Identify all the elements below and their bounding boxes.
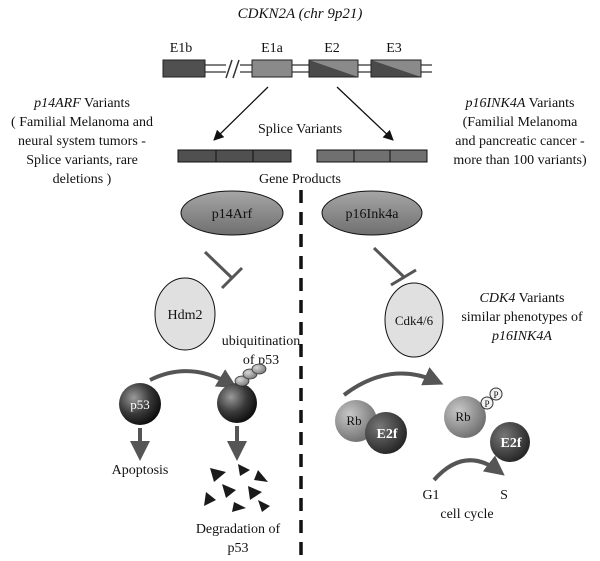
exon-label-e2: E2 <box>324 41 340 56</box>
exon-label-e1b: E1b <box>170 41 193 56</box>
p14arf-label: p14Arf <box>212 207 253 222</box>
degradation-label: Degradation of <box>196 522 281 537</box>
svg-text:p16INK4A: p16INK4A <box>491 329 552 344</box>
exon-label-e1a: E1a <box>261 41 284 56</box>
gene-products-label: Gene Products <box>259 172 341 187</box>
exon-label-e3: E3 <box>386 41 402 56</box>
ubiquitination-label-2: of p53 <box>243 353 279 368</box>
p53-sphere <box>119 383 161 425</box>
p16ink4a-inhibits-cdk46 <box>372 246 417 287</box>
p14arf-inhibits-hdm2 <box>203 250 244 290</box>
e2f-right <box>490 422 530 462</box>
phosphate-1 <box>480 396 494 410</box>
splice-arrow-left <box>213 86 269 141</box>
svg-text:CDK4 Variants: CDK4 Variants <box>480 291 565 306</box>
p14arf-variants-note: p14ARF Variants ( Familial Melanoma and … <box>11 96 153 187</box>
cell-cycle-label: cell cycle <box>440 507 493 522</box>
cell-cycle-arrow <box>432 455 505 482</box>
apoptosis-label: Apoptosis <box>112 463 169 478</box>
rb-left-label: Rb <box>346 413 361 428</box>
rb-right-label: Rb <box>455 409 470 424</box>
transcript-right <box>316 149 428 163</box>
p16ink4a-variants-note: p16INK4A Variants (Familial Melanoma and… <box>453 96 587 168</box>
phosphate-2-label: P <box>493 390 498 400</box>
cdk46-protein <box>384 282 444 358</box>
svg-text:( Familial Melanoma and: ( Familial Melanoma and <box>11 115 153 130</box>
exon-e1a <box>251 59 293 78</box>
cdk46-label: Cdk4/6 <box>395 313 434 328</box>
exon-e1b <box>162 59 206 78</box>
cdk4-variants-note: CDK4 Variants similar phenotypes of p16I… <box>461 291 583 344</box>
phosphate-2 <box>489 387 503 401</box>
p14arf-protein <box>180 190 284 236</box>
exon-e3 <box>370 59 422 78</box>
ubiquitination-label: ubiquitination <box>222 334 301 349</box>
splice-variants-label: Splice Variants <box>258 122 342 137</box>
svg-text:neural system tumors -: neural system tumors - <box>18 134 146 149</box>
ubiquitinated-p53 <box>217 363 267 423</box>
exon-e2 <box>308 59 359 78</box>
svg-text:more than 100 variants): more than 100 variants) <box>453 153 587 168</box>
svg-text:Splice variants, rare: Splice variants, rare <box>26 153 138 168</box>
svg-text:deletions ): deletions ) <box>53 172 112 187</box>
svg-text:(Familial Melanoma: (Familial Melanoma <box>463 115 578 130</box>
e2f-left-label: E2f <box>377 427 398 442</box>
svg-text:p14ARF Variants: p14ARF Variants <box>33 96 130 111</box>
s-label: S <box>500 488 508 503</box>
p53-label: p53 <box>130 397 150 412</box>
hdm2-label: Hdm2 <box>168 308 203 323</box>
p16ink4a-label: p16Ink4a <box>346 207 400 222</box>
phosphorylation-arrow <box>342 367 444 397</box>
rb-right <box>444 396 486 438</box>
hdm2-protein <box>154 277 216 351</box>
svg-text:and pancreatic cancer -: and pancreatic cancer - <box>455 134 585 149</box>
svg-text:similar phenotypes of: similar phenotypes of <box>461 310 583 325</box>
transcript-left <box>177 149 292 163</box>
e2f-right-label: E2f <box>501 436 522 451</box>
gene-title: CDKN2A (chr 9p21) <box>238 6 363 22</box>
splice-arrow-right <box>336 86 394 141</box>
g1-label: G1 <box>422 488 439 503</box>
ubiquitination-arrow <box>149 369 238 389</box>
p16ink4a-protein <box>321 190 423 236</box>
e2f-left <box>365 412 407 454</box>
svg-text:p16INK4A Variants: p16INK4A Variants <box>464 96 574 111</box>
degradation-label-2: p53 <box>228 541 249 556</box>
degradation-fragments <box>204 464 270 512</box>
gene-schematic <box>162 59 432 79</box>
phosphate-1-label: P <box>484 399 489 409</box>
